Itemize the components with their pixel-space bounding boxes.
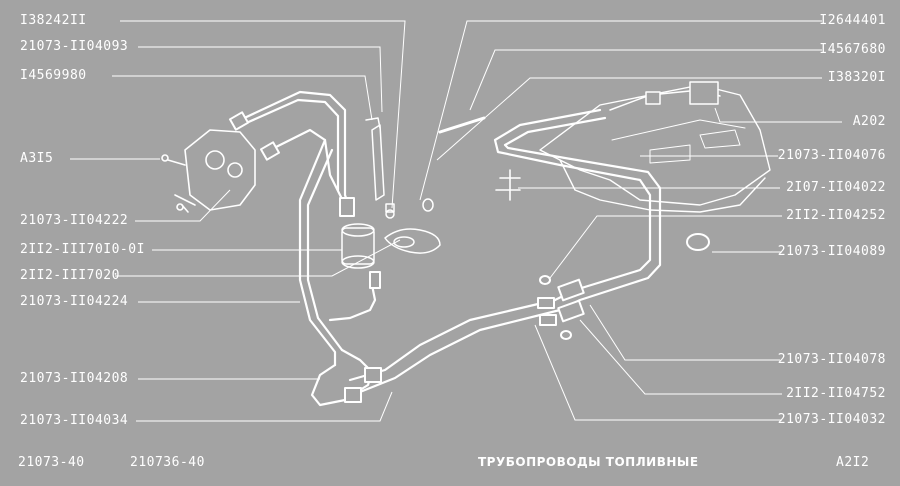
diagram-title: ТРУБОПРОВОДЫ ТОПЛИВНЫЕ (478, 455, 699, 469)
callout-left-5: 21073-II04222 (20, 213, 129, 228)
callout-right-10: 2II2-II04752 (786, 386, 886, 401)
callout-left-4: A3I5 (20, 151, 54, 166)
page-code: A2I2 (836, 455, 870, 470)
leader-lines (70, 20, 842, 422)
hose-fittings (228, 111, 382, 403)
tank-hoses (537, 275, 585, 340)
callout-right-6: 2I07-II04022 (786, 180, 886, 195)
carburetor (161, 129, 256, 213)
callout-left-10: 21073-II04034 (20, 413, 129, 428)
stud (438, 116, 486, 134)
callout-right-5: 21073-II04076 (777, 148, 886, 163)
callout-left-2: 21073-II04093 (20, 39, 129, 54)
callout-left-1: I38242II (20, 13, 87, 28)
callout-right-3: I38320I (827, 70, 886, 85)
footer-model-code-alt: 210736-40 (130, 455, 205, 470)
clamp (384, 228, 441, 254)
grommet (686, 233, 710, 251)
fuel-filter (341, 223, 375, 269)
footer-model-code: 21073-40 (18, 455, 85, 470)
callout-right-8: 21073-II04089 (777, 244, 886, 259)
callout-right-2: I4567680 (819, 42, 886, 57)
carburetor-lines (233, 90, 377, 407)
main-fuel-lines (348, 108, 662, 394)
callout-left-6: 2II2-III70I0-0I (20, 242, 145, 257)
callout-right-11: 21073-II04032 (777, 412, 886, 427)
bracket (365, 117, 385, 201)
bolt-washer (385, 198, 434, 219)
callout-left-8: 21073-II04224 (20, 294, 129, 309)
callout-left-9: 21073-II04208 (20, 371, 129, 386)
callout-right-1: I2644401 (819, 13, 886, 28)
callout-right-7: 2II2-II04252 (786, 208, 886, 223)
callout-right-4: A202 (852, 114, 886, 129)
callout-left-3: I4569980 (20, 68, 87, 83)
callout-left-7: 2II2-III7020 (20, 268, 120, 283)
tee-fitting (495, 169, 521, 201)
tank-fitting (609, 81, 721, 111)
callout-right-9: 21073-II04078 (777, 352, 886, 367)
